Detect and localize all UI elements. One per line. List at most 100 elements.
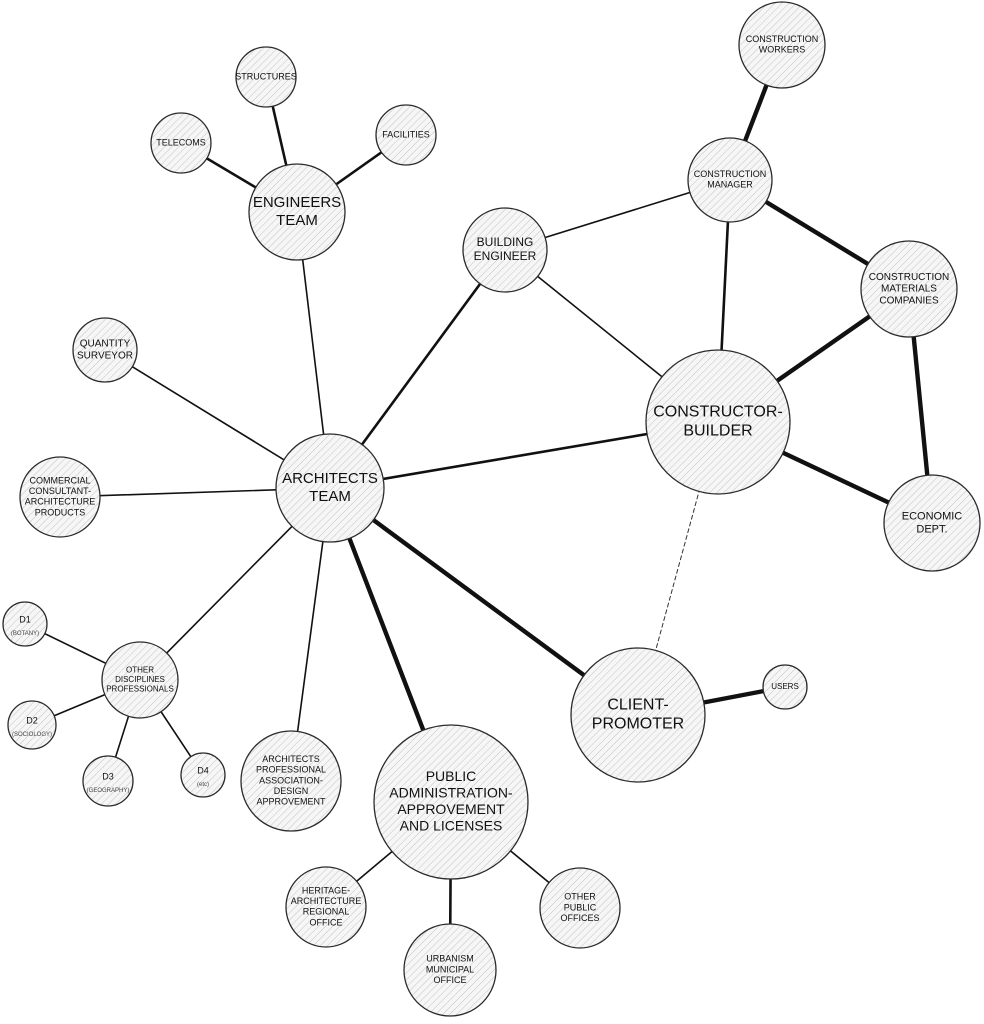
node-sublabel-d4: (etc): [197, 782, 209, 788]
node-label-architects-association-line-2: PROFESSIONAL: [256, 765, 326, 775]
node-circle-quantity-surveyor: [72, 317, 138, 383]
node-architects-association: ARCHITECTSPROFESSIONALASSOCIATION-DESIGN…: [240, 730, 342, 832]
node-label-urbanism-office-line-2: MUNICIPAL: [426, 964, 474, 974]
node-facilities: FACILITIES: [375, 104, 437, 166]
node-label-quantity-surveyor-line-2: SURVEYOR: [77, 351, 133, 362]
node-circle-construction-materials: [860, 240, 958, 338]
node-circle-facilities: [375, 104, 437, 166]
node-label-economic-dept-line-1: ECONOMIC: [902, 510, 963, 522]
node-constructor-builder: CONSTRUCTOR- BUILDER: [645, 349, 791, 495]
node-circle-other-public-offices: [539, 867, 621, 949]
node-circle-public-administration: [373, 724, 529, 880]
node-label-commercial-consultant-line-4: PRODUCTS: [35, 507, 86, 517]
node-label-construction-workers-line-1: CONSTRUCTION: [746, 34, 819, 44]
node-label-commercial-consultant-line-1: COMMERCIAL: [29, 475, 90, 485]
node-label-telecoms-line-1: TELECOMS: [156, 137, 206, 147]
node-label-construction-manager-line-1: CONSTRUCTION: [694, 169, 767, 179]
node-label-economic-dept-line-2: DEPT.: [916, 523, 947, 535]
node-d1: D1 (BOTANY): [2, 601, 48, 647]
node-label-constructor-builder-line-1: CONSTRUCTOR-: [653, 404, 782, 421]
node-label-construction-materials-line-2: MATERIALS: [881, 284, 937, 295]
node-label-engineers-team-line-2: TEAM: [276, 212, 318, 229]
node-circle-construction-manager: [687, 137, 773, 223]
node-d3: D3 (GEOGRAPHY): [82, 755, 134, 807]
node-label-urbanism-office-line-3: OFFICE: [434, 975, 467, 985]
node-label-construction-workers-line-2: WORKERS: [759, 45, 806, 55]
node-label-public-administration-line-2: ADMINISTRATION-: [389, 784, 513, 800]
node-label-building-engineer-line-1: BUILDING: [477, 235, 534, 249]
node-label-heritage-office-line-2: ARCHITECTURE: [291, 896, 362, 906]
node-label-commercial-consultant-line-3: ARCHITECTURE: [25, 497, 96, 507]
node-sublabel-d3: (GEOGRAPHY): [87, 788, 130, 794]
node-label-other-disciplines-line-2: DISCIPLINES: [115, 675, 165, 684]
node-structures: STRUCTURES: [235, 46, 297, 108]
node-label-construction-manager-line-2: MANAGER: [707, 180, 753, 190]
node-label-heritage-office-line-3: REGIONAL: [303, 907, 350, 917]
node-circle-economic-dept: [883, 474, 981, 572]
node-label-public-administration-line-3: APPROVEMENT: [397, 801, 505, 817]
node-circle-constructor-builder: [645, 349, 791, 495]
node-circle-telecoms: [150, 112, 212, 174]
node-label-construction-materials-line-3: COMPANIES: [879, 295, 939, 306]
node-label-client-promoter-line-1: CLIENT-: [607, 697, 668, 714]
node-label-other-disciplines-line-1: OTHER: [126, 666, 154, 675]
node-d2: D2 (SOCIOLOGY): [7, 700, 57, 750]
node-circle-commercial-consultant: [19, 456, 101, 538]
node-circle-architects-association: [240, 730, 342, 832]
node-label-constructor-builder-line-2: BUILDER: [683, 423, 752, 440]
node-label-urbanism-office-line-1: URBANISM: [426, 954, 474, 964]
node-label-engineers-team-line-1: ENGINEERS: [253, 194, 341, 211]
node-label-architects-association-line-1: ARCHITECTS: [262, 754, 320, 764]
node-label-public-administration-line-4: AND LICENSES: [400, 817, 503, 833]
node-label-architects-association-line-5: APPROVEMENT: [256, 797, 326, 807]
node-label-other-public-offices-line-2: PUBLIC: [564, 902, 597, 912]
node-commercial-consultant: COMMERCIALCONSULTANT-ARCHITECTUREPRODUCT…: [19, 456, 101, 538]
node-label-d3-line-1: D3: [102, 771, 114, 781]
node-circle-d1: [2, 601, 48, 647]
node-client-promoter: CLIENT- PROMOTER: [570, 647, 706, 783]
node-label-commercial-consultant-line-2: CONSULTANT-: [29, 486, 91, 496]
node-circle-other-disciplines: [101, 641, 179, 719]
node-label-heritage-office-line-1: HERITAGE-: [302, 885, 350, 895]
node-circle-construction-workers: [738, 1, 826, 89]
node-label-other-public-offices-line-1: OTHER: [564, 892, 596, 902]
node-circle-d3: [82, 755, 134, 807]
node-circle-structures: [235, 46, 297, 108]
node-label-quantity-surveyor-line-1: QUANTITY: [80, 339, 131, 350]
node-label-architects-association-line-3: ASSOCIATION-: [259, 775, 323, 785]
node-label-d1-line-1: D1: [19, 614, 31, 624]
node-label-heritage-office-line-4: OFFICE: [310, 917, 343, 927]
node-label-architects-association-line-4: DESIGN: [274, 786, 309, 796]
node-label-construction-materials-line-1: CONSTRUCTION: [869, 272, 950, 283]
node-telecoms: TELECOMS: [150, 112, 212, 174]
node-label-d2-line-1: D2: [26, 715, 38, 725]
node-circle-architects-team: [275, 433, 385, 543]
node-d4: D4 (etc): [180, 752, 226, 798]
node-label-other-public-offices-line-3: OFFICES: [560, 913, 599, 923]
node-label-facilities-line-1: FACILITIES: [382, 129, 430, 139]
node-label-architects-team-line-2: TEAM: [309, 488, 351, 505]
node-label-building-engineer-line-2: ENGINEER: [474, 249, 537, 263]
node-sublabel-d2: (SOCIOLOGY): [12, 732, 52, 738]
node-label-architects-team-line-1: ARCHITECTS: [282, 470, 378, 487]
node-label-d4-line-1: D4: [197, 765, 209, 775]
node-label-client-promoter-line-2: PROMOTER: [592, 716, 684, 733]
node-circle-building-engineer: [462, 207, 548, 293]
node-label-public-administration-line-1: PUBLIC: [426, 768, 477, 784]
node-label-other-disciplines-line-3: PROFESSIONALS: [106, 685, 174, 694]
node-circle-client-promoter: [570, 647, 706, 783]
node-circle-heritage-office: [285, 866, 367, 948]
node-circle-users: [762, 664, 808, 710]
node-sublabel-d1: (BOTANY): [11, 631, 39, 637]
node-users: USERS: [762, 664, 808, 710]
